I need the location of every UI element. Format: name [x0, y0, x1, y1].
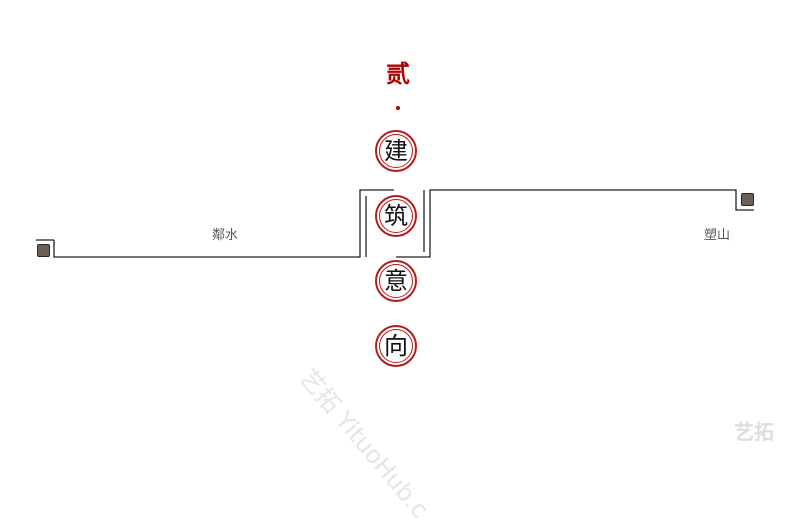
right-end-marker — [741, 193, 754, 206]
seal-char-4: 向 — [375, 325, 417, 367]
section-title: 建 筑 意 向 — [374, 130, 422, 390]
left-end-marker — [37, 244, 50, 257]
section-number: 贰 — [386, 59, 410, 88]
seal-char-3: 意 — [375, 260, 417, 302]
seal-char-2-text: 筑 — [384, 202, 408, 230]
left-connector-line — [53, 189, 394, 258]
place-label-right: 塑山 — [704, 228, 731, 243]
seal-char-2: 筑 — [375, 195, 417, 237]
section-separator-dot — [396, 106, 400, 110]
corner-logo: 艺拓 — [734, 420, 774, 444]
seal-char-3-text: 意 — [384, 267, 408, 295]
connector-lines — [36, 189, 754, 258]
right-connector-line — [396, 189, 754, 258]
place-label-left: 鄰水 — [212, 228, 239, 243]
seal-char-1-text: 建 — [384, 137, 408, 165]
seal-char-1: 建 — [375, 130, 417, 172]
seal-char-4-text: 向 — [384, 332, 408, 360]
